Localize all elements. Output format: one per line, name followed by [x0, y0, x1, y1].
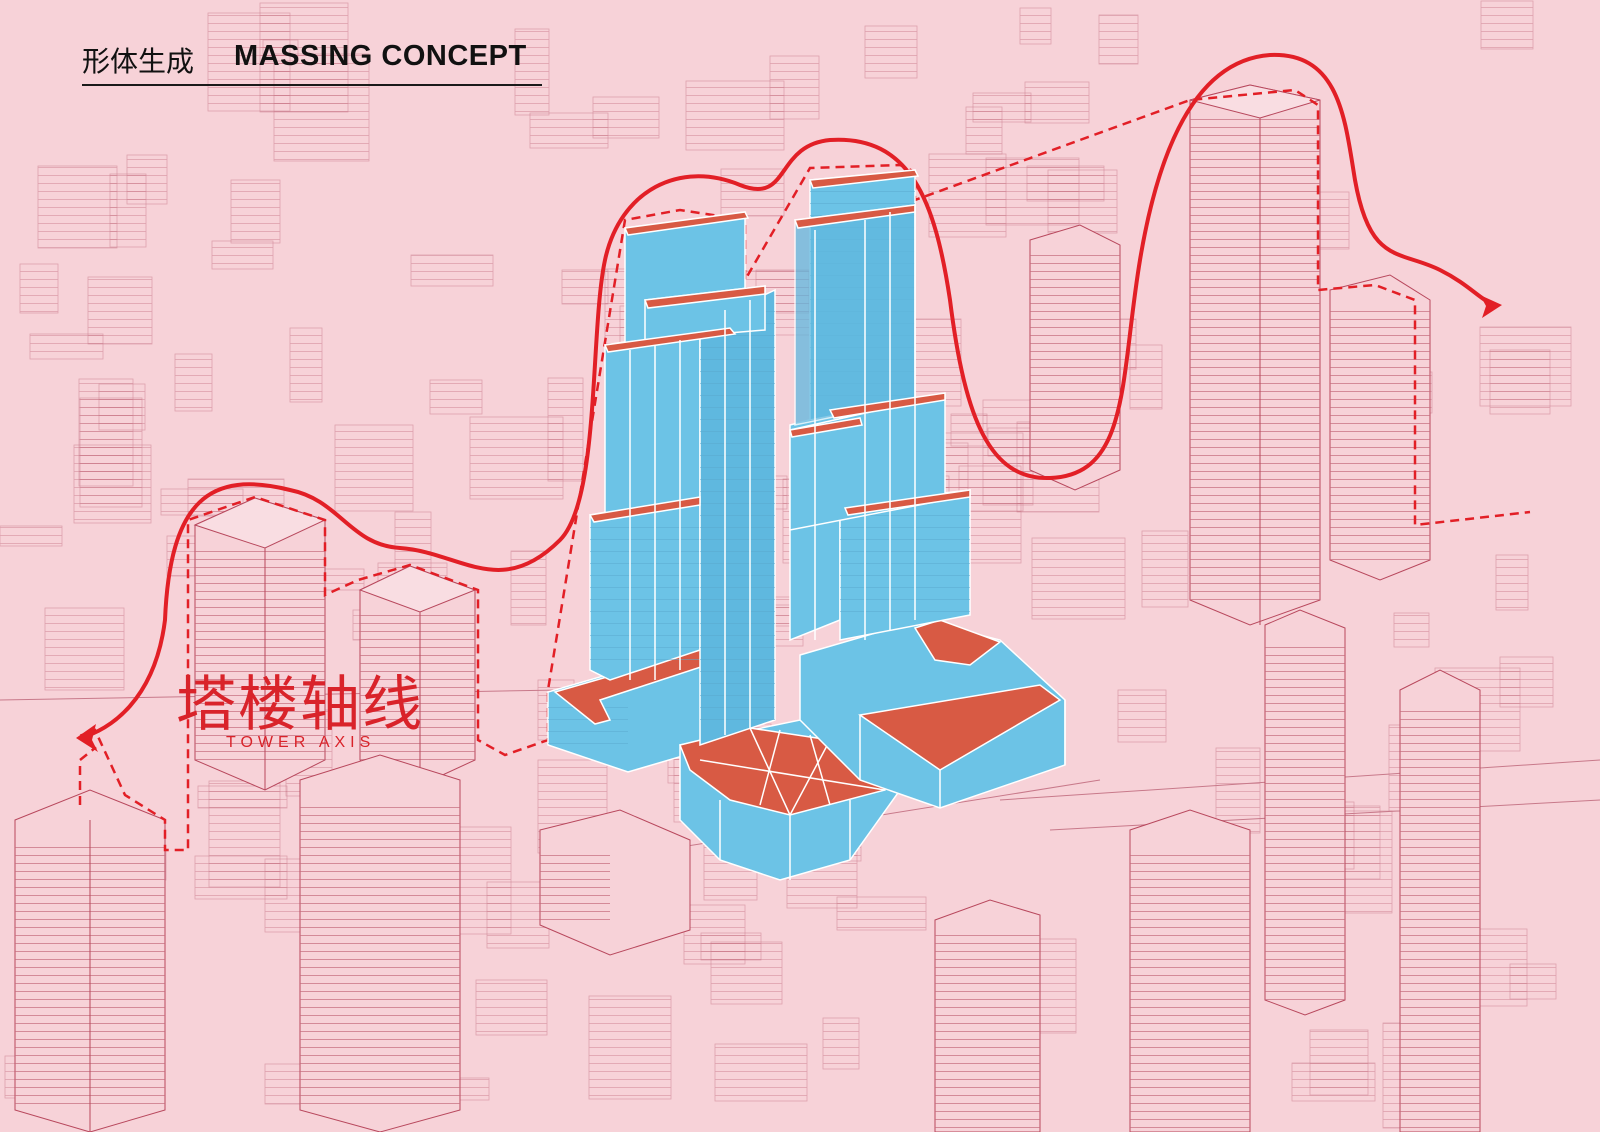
- context-block: [1019, 7, 1052, 45]
- context-block: [965, 106, 1003, 155]
- context-block: [1031, 537, 1126, 620]
- context-block: [685, 80, 785, 151]
- arrowhead-left-icon: [76, 724, 98, 752]
- context-block: [37, 165, 118, 249]
- right-tower: [789, 169, 971, 642]
- context-block: [1309, 1029, 1369, 1096]
- context-block: [1509, 963, 1557, 1000]
- context-block: [1117, 689, 1167, 743]
- context-block: [469, 416, 564, 500]
- context-block: [207, 12, 291, 112]
- context-block: [78, 378, 134, 487]
- tower-axis-label-english: TOWER AXIS: [226, 734, 376, 751]
- context-block: [822, 1017, 860, 1070]
- context-block: [334, 424, 414, 512]
- context-block: [394, 511, 432, 577]
- left-tower: [588, 211, 776, 747]
- context-block: [588, 995, 672, 1100]
- context-block: [720, 168, 785, 217]
- title-chinese: 形体生成: [82, 45, 195, 78]
- context-block: [87, 276, 153, 345]
- context-block: [1479, 326, 1572, 407]
- context-block: [475, 979, 548, 1036]
- context-block: [1141, 530, 1189, 608]
- title-english: MASSING CONCEPT: [234, 40, 527, 72]
- context-block: [458, 1077, 490, 1101]
- context-block: [1480, 0, 1534, 50]
- context-block: [174, 353, 213, 412]
- context-block: [529, 112, 609, 149]
- context-block: [44, 607, 125, 691]
- left-skyline-buildings: [14, 497, 477, 1132]
- context-block: [714, 1043, 808, 1102]
- context-block: [864, 25, 918, 79]
- context-block: [486, 881, 550, 949]
- context-block: [0, 525, 63, 547]
- context-block: [410, 254, 494, 287]
- right-skyline-tower: [1029, 84, 1431, 626]
- context-block: [1024, 81, 1090, 124]
- context-block: [1495, 554, 1529, 611]
- foreground-buildings: [299, 609, 1481, 1132]
- podium-block: [547, 619, 1066, 881]
- context-block: [211, 240, 274, 270]
- tower-axis-label-chinese: 塔楼轴线: [176, 670, 424, 740]
- context-block: [1499, 656, 1554, 708]
- context-block: [19, 263, 59, 314]
- context-block: [1393, 612, 1430, 648]
- context-block: [429, 379, 483, 415]
- context-block: [109, 173, 147, 248]
- context-block: [230, 179, 281, 244]
- title-block: 形体生成 MASSING CONCEPT: [82, 38, 542, 86]
- context-block: [700, 932, 762, 961]
- context-block: [1098, 14, 1139, 65]
- tower-axis-curve: [79, 52, 1496, 740]
- context-block: [289, 327, 323, 403]
- arrowhead-right-icon: [1480, 295, 1502, 318]
- skyline-dashed-outline: [78, 88, 1531, 852]
